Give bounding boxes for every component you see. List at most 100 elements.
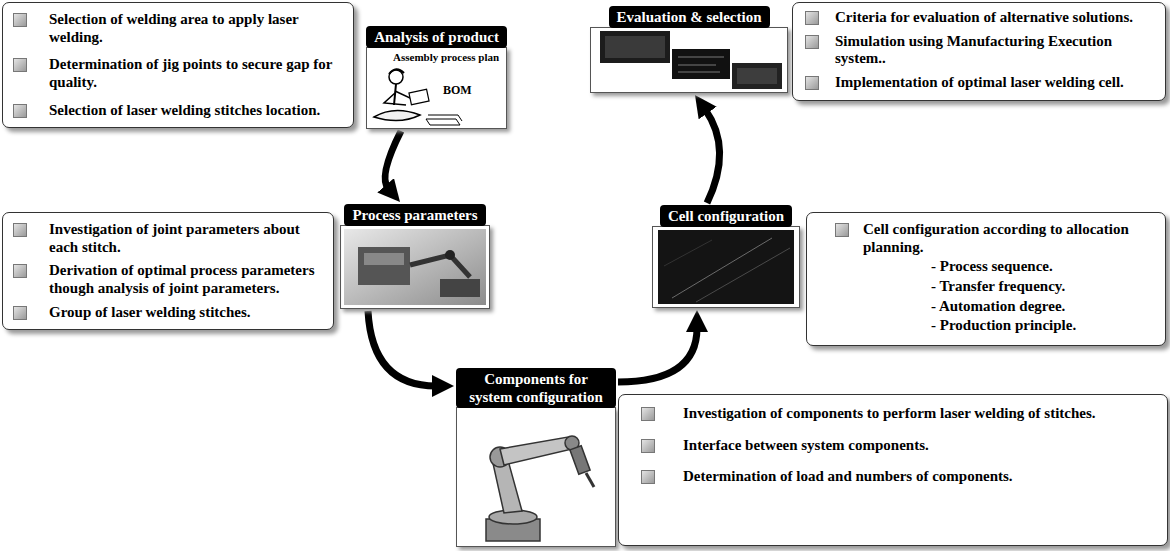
screen-tiles-illustration (600, 31, 782, 89)
welding-photo-illustration-part (445, 250, 455, 260)
bullet-list-box: Criteria for evaluation of alternative s… (792, 2, 1166, 101)
bullet-square (805, 11, 819, 25)
list-item: Investigation of joint parameters about … (13, 221, 323, 256)
bullet-list-box: Investigation of joint parameters about … (2, 212, 334, 330)
bullet-text: Derivation of optimal process parameters… (49, 262, 323, 297)
robot-illustration (486, 436, 594, 541)
welding-photo-illustration-part (344, 229, 486, 305)
cell-layout-illustration (658, 230, 794, 304)
cell-layout-illustration-part (672, 238, 772, 298)
bullet-square (13, 264, 27, 278)
stage-box: Cell configuration (652, 205, 800, 308)
stage-box: Analysis of productAssembly process plan… (366, 26, 507, 129)
stage-picture-frame (652, 226, 800, 308)
list-item: Implementation of optimal laser welding … (805, 74, 1155, 92)
person-reading-illustration (374, 69, 462, 125)
bullet-square (641, 470, 655, 484)
screen-tiles-illustration-part (678, 57, 724, 72)
list-item: - Production principle. (931, 317, 1155, 335)
screen-tiles-illustration-part (737, 68, 777, 84)
stage-box: Components for system configuration (456, 368, 616, 547)
stage-picture-frame (340, 225, 490, 309)
picture-caption: BOM (443, 84, 472, 98)
cell-layout-illustration-part (658, 230, 794, 304)
sub-item-text: - Production principle. (931, 317, 1076, 335)
robot-illustration-part (570, 446, 590, 475)
bullet-text: Selection of welding area to apply laser… (49, 11, 343, 46)
cell-layout-illustration-part (664, 240, 712, 266)
bullet-text: Investigation of components to perform l… (683, 405, 1096, 423)
person-reading-illustration-part (409, 89, 429, 104)
person-reading-illustration-part (426, 119, 460, 125)
stage-header: Analysis of product (366, 26, 507, 48)
list-item: Selection of laser welding stitches loca… (13, 102, 343, 120)
bullet-square (13, 104, 27, 118)
cell-layout-illustration-part (696, 248, 790, 302)
welding-photo-illustration-part (364, 253, 404, 265)
bullet-square (13, 223, 27, 237)
bullet-text: Simulation using Manufacturing Execution… (835, 33, 1155, 68)
stage-header: Process parameters (344, 204, 485, 226)
bullet-text: Determination of load and numbers of com… (683, 468, 1013, 486)
stage-picture-frame (590, 27, 788, 93)
bullet-square (835, 223, 849, 237)
stage-picture-frame (456, 407, 616, 547)
bullet-square (13, 306, 27, 320)
list-item: Determination of jig points to secure ga… (13, 56, 343, 91)
stage-header: Cell configuration (660, 205, 792, 227)
bullet-text: Selection of laser welding stitches loca… (49, 102, 320, 120)
person-reading-illustration-part (389, 69, 404, 74)
robot-illustration-part (500, 437, 572, 465)
list-item: - Process sequence. (931, 258, 1155, 276)
person-reading-illustration-part (428, 115, 462, 121)
bullet-text: Criteria for evaluation of alternative s… (835, 9, 1133, 27)
bullet-text: Investigation of joint parameters about … (49, 221, 323, 256)
sub-item-text: - Automation degree. (931, 298, 1065, 316)
list-item: Simulation using Manufacturing Execution… (805, 33, 1155, 68)
stage-header: Evaluation & selection (609, 6, 770, 28)
cycle-arrow (618, 328, 697, 382)
screen-tiles-illustration-part (605, 36, 665, 58)
bullet-text: Interface between system components. (683, 437, 929, 455)
screen-tiles-illustration-part (600, 31, 670, 63)
person-reading-illustration-part (374, 110, 420, 120)
list-item: Selection of welding area to apply laser… (13, 11, 343, 46)
bullet-square (13, 58, 27, 72)
bullet-square (805, 35, 819, 49)
robot-illustration-part (586, 473, 594, 487)
list-item: Cell configuration according to allocati… (835, 221, 1155, 256)
stage-box: Evaluation & selection (590, 6, 788, 93)
bullet-text: Implementation of optimal laser welding … (835, 74, 1124, 92)
stage-box: Process parameters (340, 204, 490, 309)
person-reading-illustration-part (384, 93, 406, 105)
list-item: Determination of load and numbers of com… (641, 468, 1157, 486)
bullet-text: Determination of jig points to secure ga… (49, 56, 343, 91)
picture-caption: Assembly process plan (393, 51, 499, 64)
list-item: Derivation of optimal process parameters… (13, 262, 323, 297)
sub-item-text: - Process sequence. (931, 258, 1053, 276)
list-item: Interface between system components. (641, 437, 1157, 455)
person-reading-illustration-part (389, 70, 403, 84)
bullet-list-box: Cell configuration according to allocati… (806, 212, 1166, 346)
list-item: - Automation degree. (931, 298, 1155, 316)
stage-header: Components for system configuration (456, 368, 616, 408)
bullet-list-box: Investigation of components to perform l… (618, 394, 1168, 546)
bullet-square (13, 13, 27, 27)
welding-photo-illustration-part (358, 247, 410, 285)
bullet-list-box: Selection of welding area to apply laser… (2, 2, 354, 128)
welding-photo-illustration (344, 229, 486, 305)
bullet-square (805, 76, 819, 90)
list-item: Investigation of components to perform l… (641, 405, 1157, 423)
stage-picture-frame: Assembly process planBOM (366, 47, 507, 129)
bullet-square (641, 407, 655, 421)
bullet-square (641, 439, 655, 453)
list-item: - Transfer frequency. (931, 278, 1155, 296)
cycle-arrow (368, 311, 436, 386)
screen-tiles-illustration-part (672, 49, 730, 79)
bullet-text: Group of laser welding stitches. (49, 304, 251, 322)
cycle-arrow (385, 131, 401, 188)
list-item: Criteria for evaluation of alternative s… (805, 9, 1155, 27)
screen-tiles-illustration-part (732, 63, 782, 89)
welding-photo-illustration-part (410, 255, 470, 277)
